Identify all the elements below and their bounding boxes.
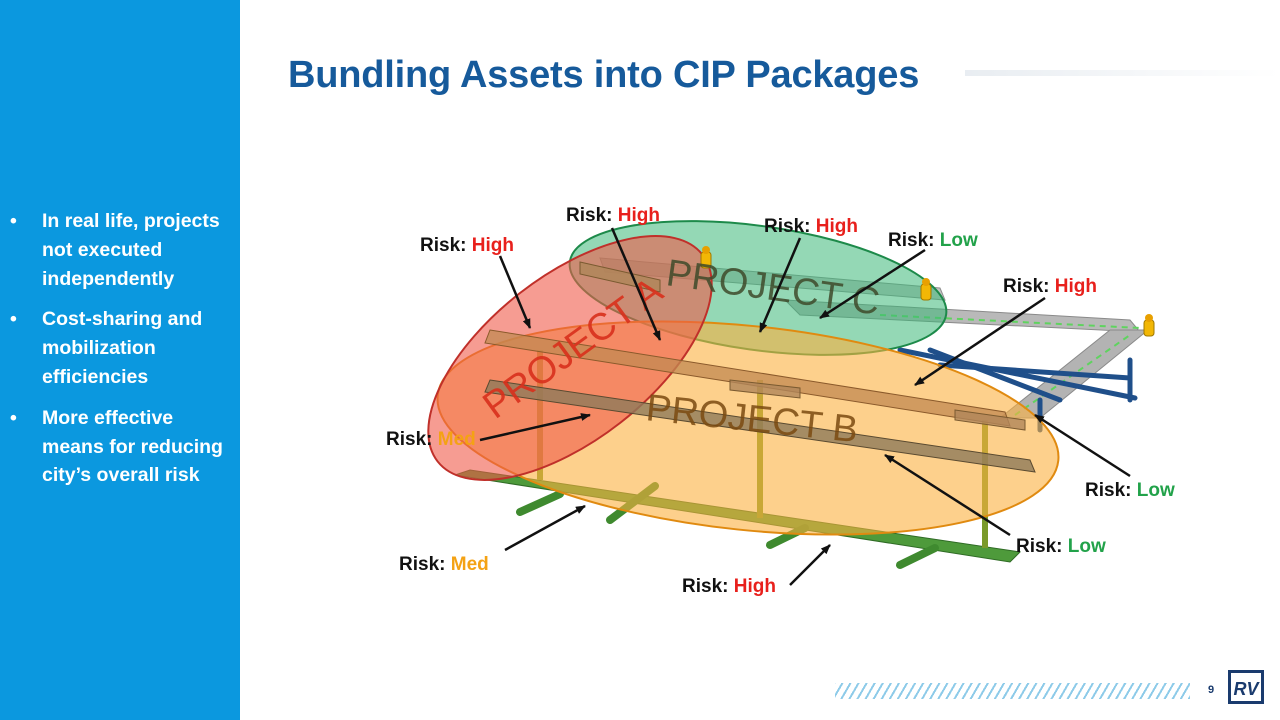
risk-level-4: High	[1055, 276, 1097, 297]
sidebar: • In real life, projects not executed ind…	[0, 0, 240, 720]
risk-label: Risk: Low	[1085, 480, 1175, 501]
footer-hatch-decoration	[835, 683, 1190, 699]
risk-label-prefix: Risk:	[386, 429, 432, 450]
logo-text: RV	[1233, 679, 1260, 699]
risk-label-prefix: Risk:	[1016, 536, 1062, 557]
risk-label-prefix: Risk:	[888, 230, 934, 251]
page-number: 9	[1208, 684, 1215, 696]
risk-label: Risk: Low	[888, 230, 978, 251]
risk-label-prefix: Risk:	[420, 235, 466, 256]
risk-arrows	[479, 227, 1131, 586]
risk-level-3: Low	[940, 230, 978, 251]
bullet-marker: •	[10, 210, 17, 232]
risk-label-prefix: Risk:	[764, 216, 810, 237]
risk-level-9: High	[734, 576, 776, 597]
pipe-network-tan	[484, 261, 1036, 473]
risk-label: Risk: High	[566, 205, 660, 226]
rv-logo-icon: RV	[1228, 670, 1264, 704]
title-rule	[965, 70, 1280, 76]
risk-label-prefix: Risk:	[1003, 276, 1049, 297]
bullet-marker: •	[10, 308, 17, 331]
risk-level-2: High	[816, 216, 858, 237]
risk-level-7: Low	[1068, 536, 1106, 557]
bullet-item: • Cost-sharing and mobilization efficienc…	[10, 305, 225, 391]
risk-label-prefix: Risk:	[1085, 480, 1131, 501]
risk-label-prefix: Risk:	[682, 576, 728, 597]
risk-level-6: Low	[1137, 480, 1175, 501]
risk-label: Risk: High	[764, 216, 858, 237]
bullet-text: Cost-sharing and mobilization efficienci…	[42, 308, 203, 388]
risk-label-prefix: Risk:	[399, 554, 445, 575]
bullet-marker: •	[10, 406, 17, 429]
risk-label: Risk: High	[682, 576, 776, 597]
risk-level-8: Med	[451, 554, 489, 575]
bullet-text: In real life, projects not executed inde…	[42, 210, 220, 290]
bullet-item: • More effective means for reducing city’…	[10, 404, 225, 490]
bullet-item: • In real life, projects not executed ind…	[10, 207, 225, 293]
pipe-network-blue	[897, 347, 1138, 433]
risk-level-1: High	[472, 235, 514, 256]
risk-label: Risk: Low	[1016, 536, 1106, 557]
risk-label: Risk: Med	[386, 429, 476, 450]
risk-label-prefix: Risk:	[566, 205, 612, 226]
fire-hydrant-icon	[700, 246, 712, 269]
risk-label: Risk: High	[1003, 276, 1097, 297]
fire-hydrant-icon	[920, 278, 932, 301]
risk-level-5: Med	[438, 429, 476, 450]
bullet-text: More effective means for reducing city’s…	[42, 406, 223, 487]
fire-hydrant-icon	[1143, 314, 1155, 337]
risk-label: Risk: Med	[399, 554, 489, 575]
page-title: Bundling Assets into CIP Packages	[288, 54, 920, 96]
bullet-list: • In real life, projects not executed ind…	[10, 207, 225, 502]
risk-label: Risk: High	[420, 235, 514, 256]
risk-level-0: High	[618, 205, 660, 226]
